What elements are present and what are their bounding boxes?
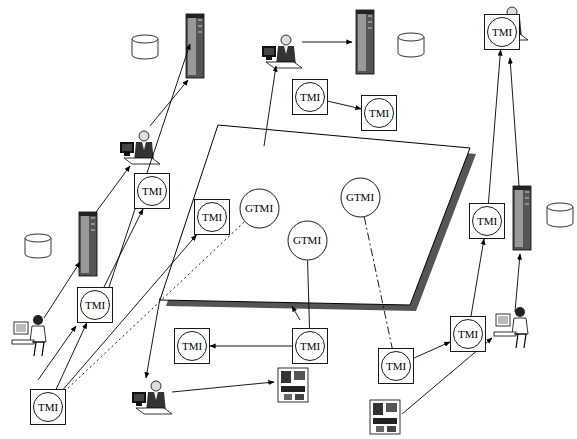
node-label: TMI bbox=[300, 341, 320, 352]
flow-connector bbox=[64, 235, 197, 389]
gtmi-circle: GTMI bbox=[340, 177, 381, 218]
node-label: TMI bbox=[458, 329, 478, 340]
node-label: TMI bbox=[386, 361, 406, 372]
tmi-box: TMI bbox=[361, 95, 397, 131]
tmi-box: TMI bbox=[174, 328, 210, 364]
node-label: GTMI bbox=[245, 203, 273, 214]
tmi-box: TMI bbox=[30, 389, 66, 425]
flow-connector bbox=[66, 222, 244, 390]
node-label: TMI bbox=[202, 212, 222, 223]
node-label: TMI bbox=[300, 92, 320, 103]
node-label: TMI bbox=[38, 402, 58, 413]
tmi-box: TMI bbox=[194, 199, 230, 235]
tmi-box: TMI bbox=[292, 79, 328, 115]
flow-connector bbox=[308, 260, 310, 328]
node-label: TMI bbox=[369, 108, 389, 119]
node-label: TMI bbox=[182, 341, 202, 352]
flow-connector bbox=[104, 209, 143, 287]
tmi-box: TMI bbox=[77, 287, 113, 323]
flow-connector bbox=[471, 239, 484, 316]
gtmi-circle: GTMI bbox=[239, 188, 280, 229]
flow-connector bbox=[364, 217, 392, 348]
node-label: TMI bbox=[477, 216, 497, 227]
node-label: TMI bbox=[85, 300, 105, 311]
tmi-box: TMI bbox=[469, 203, 505, 239]
tmi-box: TMI bbox=[134, 173, 170, 209]
gtmi-circle: GTMI bbox=[287, 220, 328, 261]
flow-connector bbox=[488, 50, 500, 203]
tmi-box: TMI bbox=[292, 328, 328, 364]
node-label: TMI bbox=[142, 186, 162, 197]
tmi-box: TMI bbox=[378, 348, 414, 384]
flow-connector bbox=[328, 101, 361, 109]
node-label: GTMI bbox=[293, 235, 321, 246]
tmi-box: TMI bbox=[484, 14, 520, 50]
node-label: GTMI bbox=[346, 192, 374, 203]
node-label: TMI bbox=[492, 27, 512, 38]
flow-connector bbox=[210, 346, 292, 347]
tmi-box: TMI bbox=[450, 316, 486, 352]
flow-connector bbox=[414, 342, 450, 358]
